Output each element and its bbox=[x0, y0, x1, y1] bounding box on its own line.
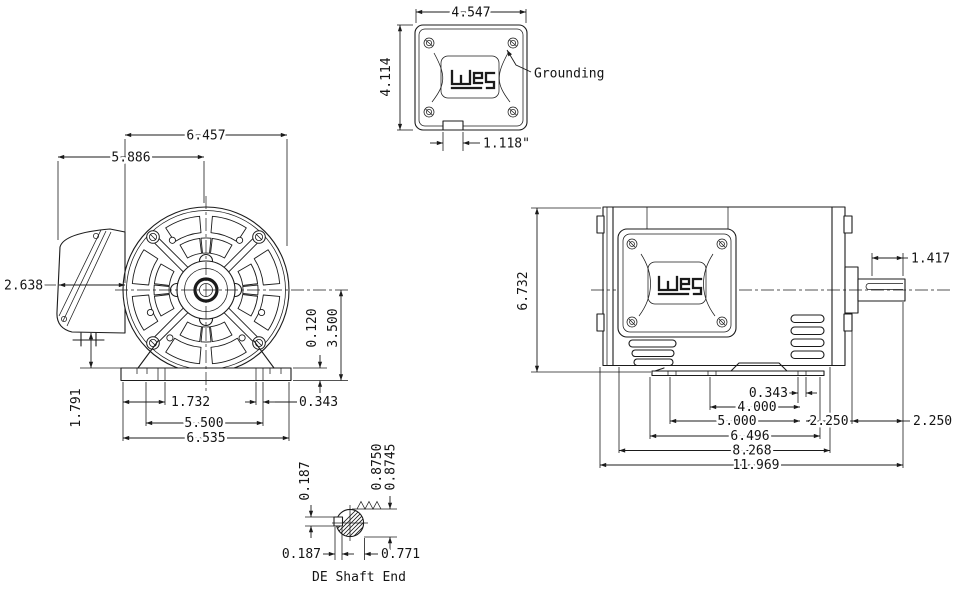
shaft-end-detail: 0.187 0.8750 0.8745 0.187 0.771 DE Shaft… bbox=[279, 441, 422, 585]
front-view-motor: 6.457 5.886 2.638 0.120 3.500 1.791 1.73… bbox=[2, 126, 348, 449]
dim-conduit-spacing: 1.118" bbox=[483, 137, 530, 152]
dim-base-width: 6.535 bbox=[186, 431, 225, 446]
dim-key-width: 0.187 bbox=[282, 547, 321, 562]
dim-feet-length: 6.496 bbox=[730, 429, 769, 444]
dim-rear-foot-to-shoulder: 2.250 bbox=[809, 414, 848, 429]
dim-shaft-dia-lower: 0.8745 bbox=[384, 444, 399, 491]
dim-box-bottom-to-base: 1.791 bbox=[69, 388, 84, 427]
terminal-box-face bbox=[617, 228, 737, 338]
conduit-knockout bbox=[442, 120, 464, 131]
dim-key-to-shaft-edge: 0.771 bbox=[381, 547, 420, 562]
cover-screw-icon bbox=[423, 37, 519, 118]
ventilation-slots bbox=[628, 314, 825, 367]
dim-foot-slot-width-side: 0.343 bbox=[749, 386, 788, 401]
dim-box-to-center: 5.886 bbox=[111, 151, 150, 166]
dim-frame-length: 8.268 bbox=[732, 444, 771, 459]
dim-shaft-extension: 1.417 bbox=[911, 252, 950, 267]
terminal-box-profile bbox=[56, 228, 126, 347]
dim-shaft-center-height: 3.500 bbox=[326, 308, 341, 347]
dim-box-depth: 2.638 bbox=[4, 279, 43, 294]
dim-foot-hole-span: 5.500 bbox=[184, 416, 223, 431]
dim-key-height: 0.187 bbox=[298, 461, 313, 500]
shaft-section-hatch bbox=[336, 509, 364, 537]
dim-foot-slot-width-front: 0.343 bbox=[299, 395, 338, 410]
dim-foot-hole-offset: 1.732 bbox=[171, 395, 210, 410]
mounting-feet bbox=[651, 362, 825, 377]
shaft-detail-label: DE Shaft End bbox=[312, 570, 406, 585]
dim-box-width: 4.547 bbox=[451, 6, 490, 21]
dim-cover-diameter: 6.457 bbox=[186, 129, 225, 144]
dim-overall-height: 6.732 bbox=[516, 271, 531, 310]
dim-box-height: 4.114 bbox=[379, 57, 394, 96]
side-view-motor: 6.732 1.417 0.343 4.000 5.000 2.250 2.25… bbox=[514, 206, 955, 476]
fan-guard-pattern bbox=[131, 215, 281, 365]
dim-overall-length: 11.969 bbox=[733, 458, 780, 473]
dim-foot-holes-5: 5.000 bbox=[717, 414, 756, 429]
dim-shaft-dia-upper: 0.8750 bbox=[370, 444, 385, 491]
grounding-label: Grounding bbox=[534, 67, 604, 82]
keyway bbox=[333, 516, 344, 527]
top-view-terminal-box: 4.547 4.114 1.118" Grounding bbox=[377, 3, 605, 154]
dim-pad-thickness: 0.120 bbox=[305, 308, 320, 347]
surface-finish-icon bbox=[356, 500, 382, 510]
grounding-leader bbox=[506, 49, 532, 73]
dim-foot-holes-4: 4.000 bbox=[737, 400, 776, 415]
dim-shoulder-to-shaft-end: 2.250 bbox=[913, 414, 952, 429]
